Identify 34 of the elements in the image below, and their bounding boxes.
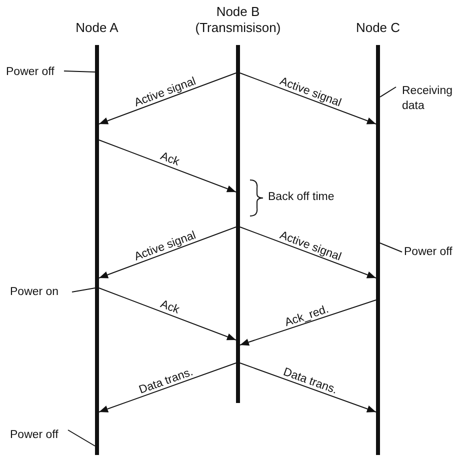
state-note: Power off [6, 65, 54, 80]
lifeline-heading: Node A [74, 20, 120, 36]
state-note: Power off [10, 428, 58, 443]
leader-line [380, 242, 402, 252]
edge-label: Ack [158, 150, 181, 168]
lifeline [95, 45, 99, 455]
leader-line [64, 70, 96, 72]
message-arrow [240, 226, 376, 278]
state-note: Power off [404, 245, 452, 260]
lifeline-heading: Node B (Transmisison) [194, 4, 282, 36]
state-note: Receiving data [402, 84, 456, 114]
message-arrow [98, 72, 236, 124]
edge-label: Ack [158, 298, 181, 316]
state-note: Power on [10, 285, 59, 300]
message-arrow [240, 72, 376, 124]
lifeline-heading: Node C [354, 20, 402, 36]
message-arrow [98, 362, 236, 412]
message-arrow [98, 288, 236, 340]
edge-label: Active signal [278, 74, 342, 109]
message-arrow [240, 362, 376, 412]
interval-label: Back off time [268, 190, 334, 205]
edge-label: Active signal [278, 228, 342, 263]
edge-label: Data trans. [282, 366, 339, 396]
leader-line [68, 430, 96, 446]
leader-line [380, 86, 396, 98]
edge-label: Active signal [132, 229, 198, 263]
leader-line [72, 288, 96, 292]
lifeline [376, 45, 380, 455]
lifeline [236, 45, 240, 403]
message-arrow [98, 140, 236, 192]
message-arrow [98, 226, 236, 278]
edge-label: Data trans. [137, 366, 194, 396]
message-arrow [240, 300, 376, 346]
edge-label: Active signal [132, 75, 198, 109]
